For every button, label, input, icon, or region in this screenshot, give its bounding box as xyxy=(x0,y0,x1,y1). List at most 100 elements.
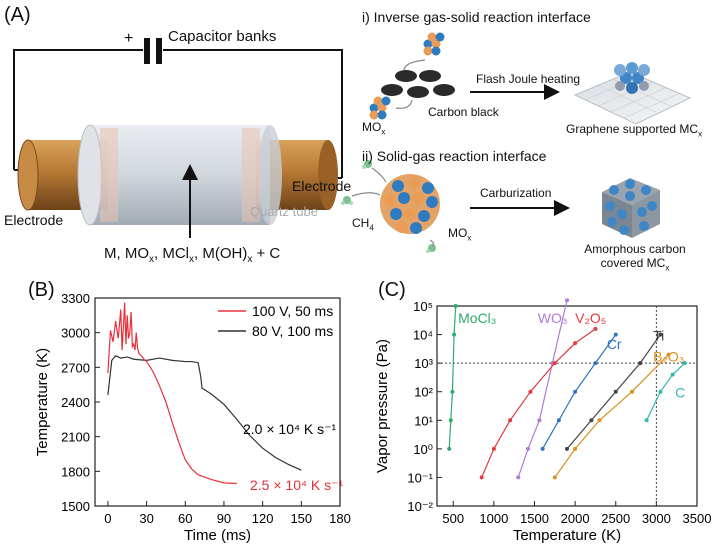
panel-a-diagram xyxy=(13,32,692,253)
y-tick-label: 2400 xyxy=(61,395,90,410)
data-point xyxy=(526,446,530,451)
x-tick-label: 0 xyxy=(104,511,111,526)
y-tick-label: 10⁵ xyxy=(413,299,433,314)
y-tick-label: 10⁻² xyxy=(407,499,433,514)
data-point xyxy=(448,418,453,423)
data-point xyxy=(630,389,634,394)
carbon-black-label: Carbon black xyxy=(428,105,499,119)
data-point xyxy=(556,418,561,423)
y-tick-label: 2700 xyxy=(61,360,90,375)
series-label-C: C xyxy=(675,384,685,400)
series-line-80v xyxy=(107,355,302,471)
data-point xyxy=(447,446,452,451)
series-line-C xyxy=(646,362,686,421)
series-label-Ti: Ti xyxy=(653,327,664,343)
y-tick-label: 2100 xyxy=(61,430,90,445)
graphene-label: Graphene supported MCx xyxy=(566,122,703,139)
data-point xyxy=(573,389,578,394)
temperature-chart: 0 30 60 90 120 150 180 1500 1800 2100 2400 2700 3000… xyxy=(34,291,351,544)
x-tick-label: 1000 xyxy=(479,511,508,526)
carbon-black-icon xyxy=(381,70,455,98)
data-point xyxy=(552,361,557,366)
x-tick-label: 30 xyxy=(139,511,153,526)
y-axis-label: Temperature (K) xyxy=(34,348,51,456)
x-tick-label: 1500 xyxy=(520,511,549,526)
ch4-molecule-icon xyxy=(341,160,436,253)
data-point xyxy=(537,418,542,423)
x-tick-label: 3500 xyxy=(683,511,712,526)
ch4-label: CH4 xyxy=(352,216,374,233)
data-point xyxy=(528,389,533,394)
data-point xyxy=(516,475,521,480)
y-axis-label: Vapor pressure (Pa) xyxy=(374,339,391,473)
data-point xyxy=(565,446,569,451)
x-tick-label: 2000 xyxy=(561,511,590,526)
capacitor-label: Capacitor banks xyxy=(168,28,277,45)
series-label-MoCl3: MoCl₃ xyxy=(458,310,496,326)
data-point xyxy=(565,298,569,303)
y-tick-label: 10⁴ xyxy=(413,328,433,343)
panel-c-label: (C) xyxy=(378,279,406,301)
quartz-tube-label: Quartz tube xyxy=(250,204,318,219)
x-tick-label: 150 xyxy=(290,511,312,526)
data-point xyxy=(552,475,557,480)
plot-frame xyxy=(436,305,698,507)
series-line-100v xyxy=(107,302,237,485)
mox-label-ii: MOx xyxy=(448,226,472,243)
curved-arrow-icon xyxy=(351,192,381,197)
data-point xyxy=(452,332,457,337)
series-line-V2O5 xyxy=(481,328,596,478)
data-point xyxy=(450,389,455,394)
y-tick-label: 10¹ xyxy=(414,413,433,428)
curved-arrow-icon xyxy=(371,167,387,183)
data-point xyxy=(593,361,598,366)
x-tick-label: 120 xyxy=(252,511,274,526)
legend-label: 80 V, 100 ms xyxy=(252,323,333,339)
mox-label-i: MOx xyxy=(362,120,386,137)
x-tick-label: 90 xyxy=(217,511,231,526)
panel-b-label: (B) xyxy=(28,279,55,301)
series-line-MoCl3 xyxy=(448,305,457,449)
electrode-left-label: Electrode xyxy=(4,212,64,228)
data-point xyxy=(508,418,513,423)
rate-annotation-100v: 2.5 × 10⁴ K s⁻¹ xyxy=(250,477,344,493)
data-point xyxy=(453,304,458,308)
data-point xyxy=(573,341,578,346)
electrode-right-label: Electrode xyxy=(292,178,352,194)
x-tick-label: 60 xyxy=(178,511,192,526)
data-point xyxy=(597,418,602,423)
capacitor-plus-sign: + xyxy=(124,30,134,47)
series-line-Cr xyxy=(542,334,617,450)
x-tick-label: 180 xyxy=(329,511,351,526)
x-tick-label: 2500 xyxy=(601,511,630,526)
y-tick-label: 3000 xyxy=(61,326,90,341)
series-label-Cr: Cr xyxy=(607,336,622,352)
data-point xyxy=(658,389,663,394)
data-point xyxy=(682,361,687,366)
data-point xyxy=(638,361,643,366)
legend-label: 100 V, 50 ms xyxy=(252,303,333,319)
series-line-B2O3 xyxy=(554,354,669,478)
curved-arrow-icon xyxy=(403,59,426,71)
rate-annotation-80v: 2.0 × 10⁴ K s⁻¹ xyxy=(243,421,337,437)
y-tick-label: 1500 xyxy=(61,499,90,514)
electrode-tube-assembly xyxy=(17,124,338,226)
data-point xyxy=(479,475,484,480)
series-label-WO3: WO₃ xyxy=(538,310,568,326)
curved-arrow-icon xyxy=(429,239,435,247)
section-ii-title: ii) Solid-gas reaction interface xyxy=(362,148,547,164)
y-tick-label: 10³ xyxy=(414,356,433,371)
data-point xyxy=(593,326,598,331)
data-point xyxy=(670,372,675,377)
data-point xyxy=(613,332,618,337)
data-point xyxy=(644,418,649,423)
x-axis-label: Temperature (K) xyxy=(513,527,621,544)
y-tick-label: 10⁰ xyxy=(413,442,433,457)
mox-cluster-icon xyxy=(369,32,445,120)
y-tick-label: 10² xyxy=(414,385,433,400)
section-i-title: i) Inverse gas-solid reaction interface xyxy=(362,9,591,25)
capacitor-icon xyxy=(144,38,162,64)
y-tick-label: 1800 xyxy=(61,464,90,479)
data-point xyxy=(491,446,496,451)
